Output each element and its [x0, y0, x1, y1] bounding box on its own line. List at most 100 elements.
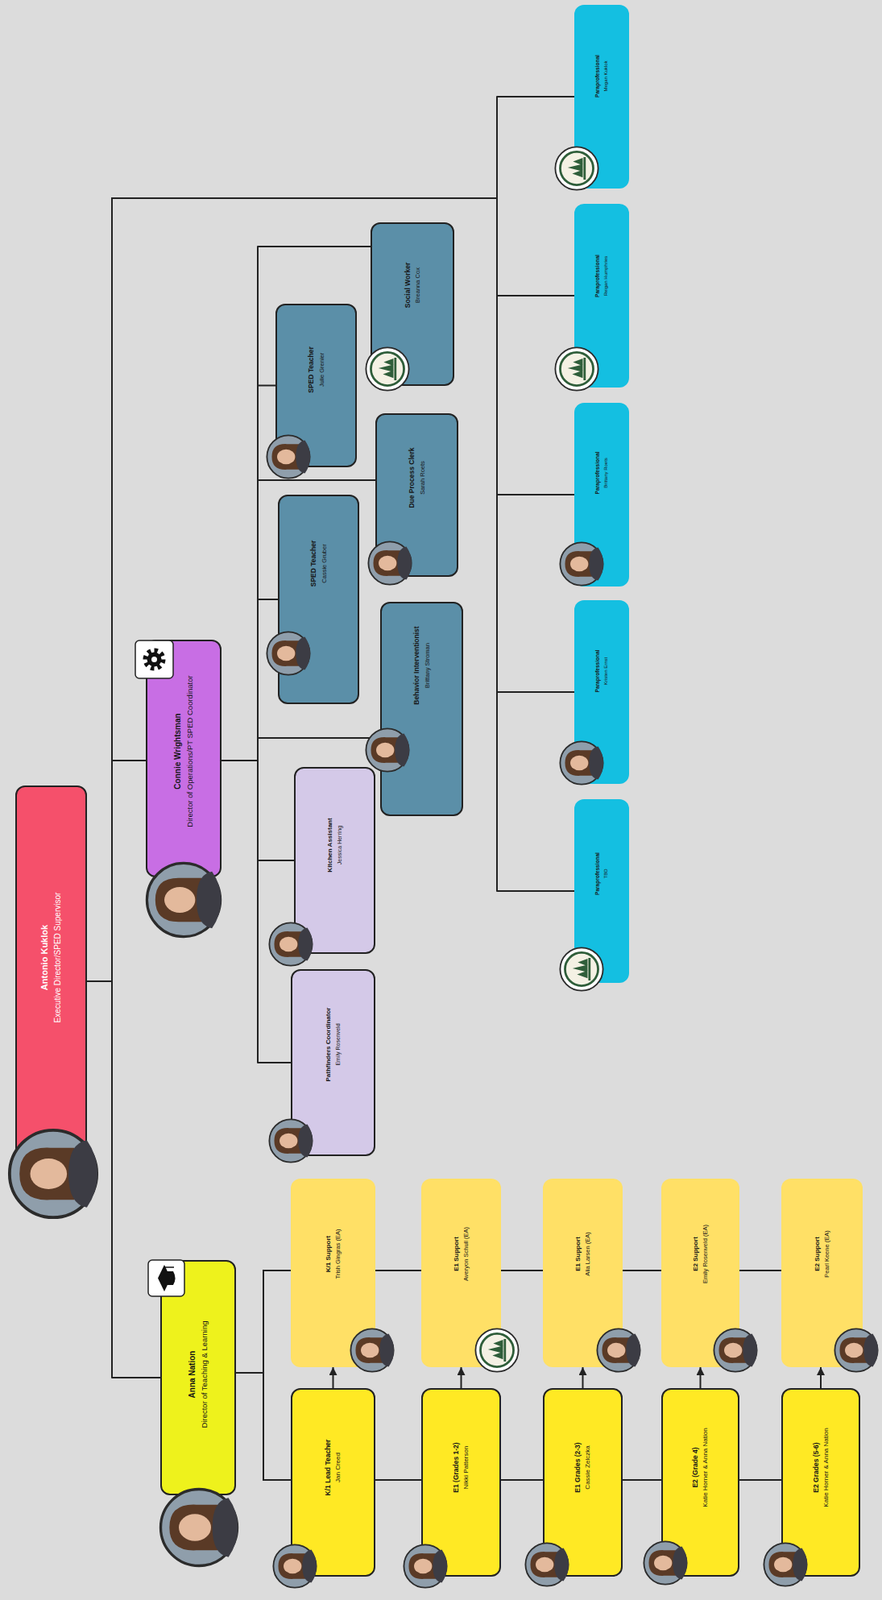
support-box: E1 SupportAlia Larsen (EA) — [542, 1178, 623, 1367]
role-title: E2 Support — [691, 1236, 700, 1272]
person-name: Sarah Roets — [418, 460, 427, 495]
support-arrow — [699, 1366, 702, 1388]
person-photo — [350, 1328, 394, 1371]
role-title: Social Worker — [403, 262, 412, 309]
person-photo — [161, 1489, 239, 1566]
sped-staff-box: SPED TeacherJulie Grenier — [275, 303, 357, 468]
sped-staff-box: SPED TeacherCassie Gruber — [277, 494, 360, 704]
reporting-line — [86, 198, 575, 982]
school-logo — [475, 1328, 518, 1371]
person-photo — [763, 1542, 808, 1586]
person-photo — [9, 1130, 98, 1218]
role-title: Paraprofessional — [594, 451, 601, 495]
person-photo — [403, 1544, 448, 1587]
person-name: Alia Larsen (EA) — [583, 1231, 592, 1276]
person-photo — [266, 631, 311, 675]
teacher-box: E2 Grades (5-6)Katie Horner & Anna Natio… — [781, 1387, 861, 1577]
role-title: E1 Grades (2-3) — [573, 1441, 582, 1492]
person-name: Trish Gingras (EA) — [334, 1229, 342, 1280]
person-name: Averyon Schull (EA) — [462, 1226, 470, 1281]
person-photo — [146, 862, 221, 936]
paraprofessional-box: ParaprofessionalKristen Ernst — [574, 600, 630, 784]
person-name: Director of Operations/PT SPED Coordinat… — [185, 674, 195, 827]
director-box: Connie WrightsmanDirector of Operations/… — [145, 639, 222, 878]
reporting-line — [221, 760, 294, 861]
role-title: Behavior Interventionist — [412, 625, 421, 704]
person-name: Cassie Zelczka — [583, 1445, 593, 1489]
person-name: Kristen Ernst — [603, 657, 609, 685]
person-name: Jan Creed — [334, 1452, 343, 1483]
teacher-box: K/1 Lead TeacherJan Creed — [290, 1387, 376, 1577]
school-logo — [554, 146, 598, 190]
person-name: Nikki Patterson — [462, 1445, 471, 1490]
role-title: E1 Support — [452, 1236, 461, 1272]
person-name: Megan Kuklok — [603, 60, 609, 92]
role-title: Pathfinders Coordinator — [324, 1007, 333, 1082]
person-photo — [525, 1542, 569, 1586]
paraprofessional-box: ParaprofessionalBrittany Roets — [574, 402, 630, 587]
reporting-line — [86, 981, 161, 1378]
person-name: Emily Rosenveld — [335, 1022, 342, 1065]
support-box: E2 SupportPearl Keene (EA) — [781, 1178, 863, 1367]
support-box: E1 SupportAveryon Schull (EA) — [421, 1178, 502, 1367]
person-name: Julie Grenier — [318, 352, 326, 388]
role-title: E2 (Grade 4) — [691, 1446, 700, 1487]
role-title: Paraprofessional — [594, 254, 601, 298]
person-photo — [713, 1328, 758, 1371]
person-name: Breanna Cox — [414, 267, 422, 303]
director-box: Anna NationDirector of Teaching & Learni… — [160, 1259, 237, 1495]
role-title: E2 Grades (5-6) — [811, 1441, 820, 1492]
reporting-line — [86, 198, 575, 982]
teacher-box: E1 Grades (2-3)Cassie Zelczka — [542, 1387, 623, 1577]
reporting-line — [86, 96, 575, 982]
role-title: SPED Teacher — [306, 346, 315, 393]
paraprofessional-box: ParaprofessionalTBD — [574, 799, 630, 983]
person-name: Director of Teaching & Learning — [199, 1320, 209, 1429]
role-title: K/1 Support — [324, 1235, 333, 1272]
person-photo — [643, 1540, 688, 1584]
support-box: E2 SupportEmily Rosenveld (EA) — [661, 1178, 740, 1367]
role-title: Paraprofessional — [594, 54, 601, 98]
role-title: E1 (Grades 1-2) — [451, 1441, 460, 1492]
role-title: K/1 Lead Teacher — [323, 1439, 332, 1496]
person-photo — [834, 1328, 878, 1371]
staff-box: Pathfinders CoordinatorEmily Rosenveld — [290, 968, 376, 1156]
role-title: Paraprofessional — [594, 852, 601, 895]
person-photo — [269, 1118, 313, 1162]
reporting-line — [221, 480, 376, 761]
school-logo — [554, 347, 598, 390]
person-name: Executive Director/SPED Supervisor — [53, 892, 63, 1023]
paraprofessional-box: ParaprofessionalReigan Humphries — [574, 203, 630, 388]
reporting-line — [86, 198, 575, 982]
role-title: Due Process Clerk — [407, 447, 416, 508]
reporting-line — [86, 760, 146, 982]
person-name: Reigan Humphries — [603, 256, 609, 297]
support-arrow — [819, 1366, 822, 1388]
support-arrow — [460, 1366, 463, 1388]
graduation-cap-icon — [157, 1264, 171, 1292]
person-name: Katie Horner & Anna Nation — [822, 1427, 831, 1507]
gear-icon — [145, 650, 164, 669]
reporting-line — [221, 385, 276, 762]
role-title: SPED Teacher — [309, 540, 318, 587]
gear-icon — [151, 656, 158, 663]
teacher-box: E2 (Grade 4)Katie Horner & Anna Nation — [661, 1387, 740, 1577]
person-photo — [266, 434, 311, 478]
person-name: Katie Horner & Anna Nation — [701, 1427, 710, 1507]
support-box: K/1 SupportTrish Gingras (EA) — [290, 1178, 376, 1367]
support-arrow — [332, 1366, 335, 1388]
role-title: Paraprofessional — [594, 650, 601, 693]
person-photo — [269, 922, 313, 965]
person-name: Jessica Herring — [336, 825, 344, 865]
sped-staff-box: Due Process ClerkSarah Roets — [375, 413, 459, 577]
person-photo — [596, 1328, 641, 1371]
role-title: Connie Wrightsman — [173, 712, 183, 789]
reporting-line — [221, 737, 381, 761]
person-name: Brittany Stroman — [423, 642, 431, 688]
reporting-line — [86, 198, 575, 982]
icon-tab — [135, 640, 174, 679]
sped-staff-box: Behavior InterventionistBrittany Stroman — [380, 601, 464, 816]
